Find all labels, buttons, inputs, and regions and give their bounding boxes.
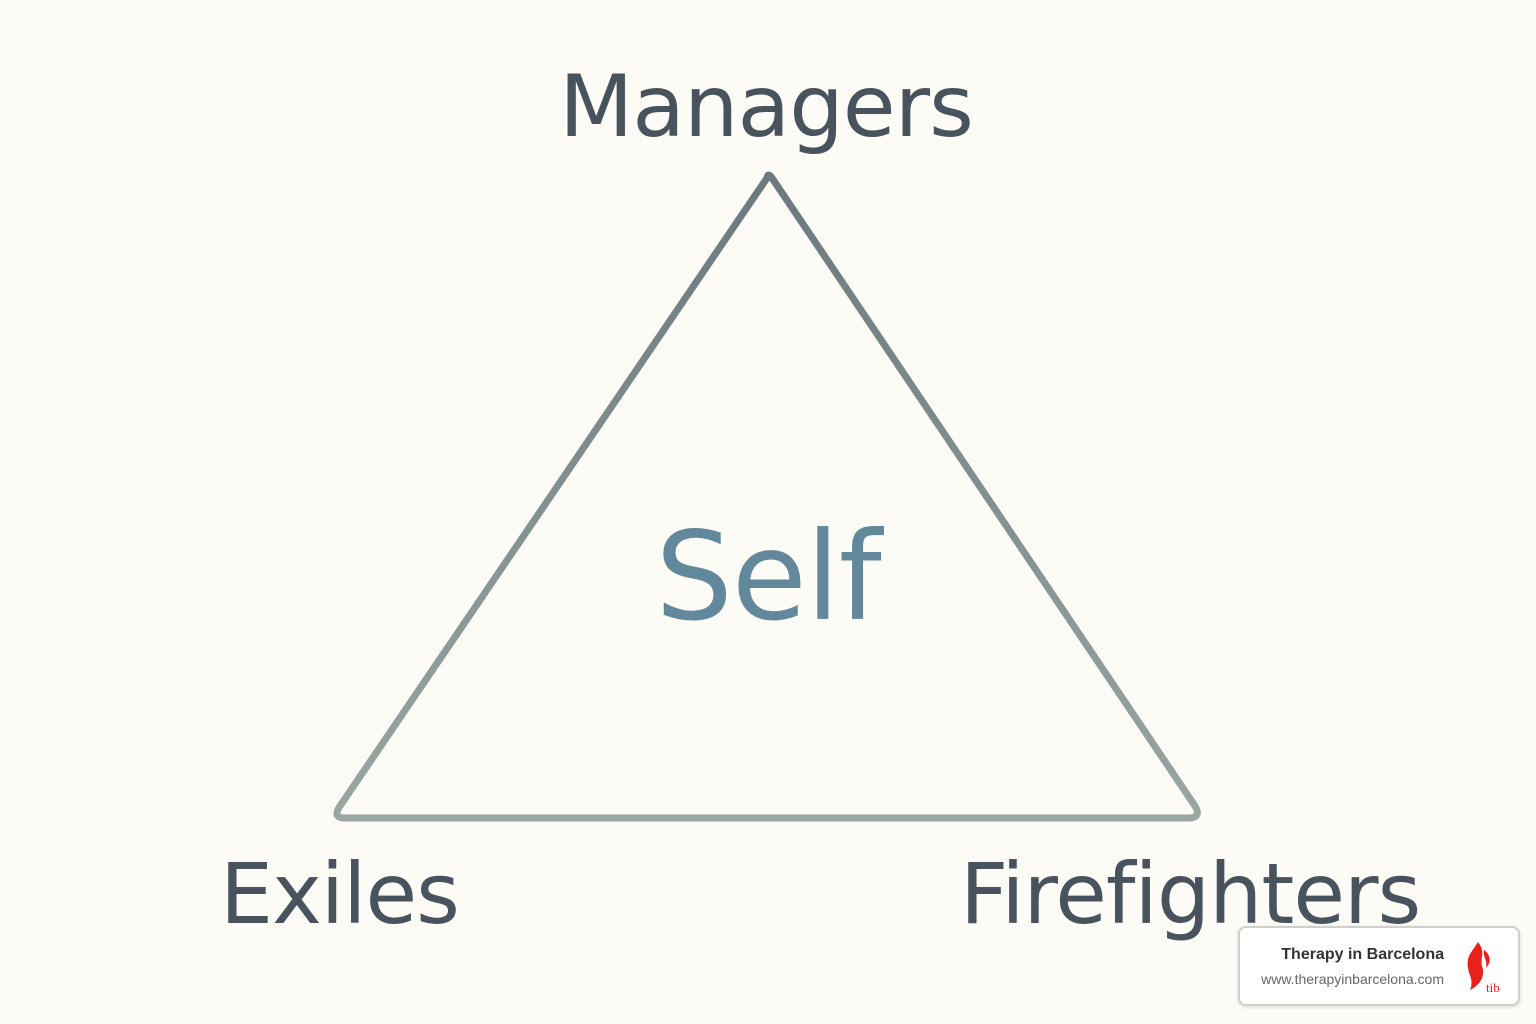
label-managers: Managers (559, 57, 974, 157)
label-firefighters: Firefighters (960, 845, 1421, 943)
brand-name: Therapy in Barcelona (1281, 946, 1444, 963)
triangle-shape (333, 171, 1201, 822)
branding-badge[interactable]: Therapy in Barcelona www.therapyinbarcel… (1238, 926, 1520, 1006)
label-self: Self (655, 506, 881, 648)
brand-url: www.therapyinbarcelona.com (1261, 971, 1444, 987)
label-exiles: Exiles (220, 845, 460, 943)
flame-logo-icon: tib (1467, 942, 1500, 995)
logo-text: tib (1486, 980, 1500, 995)
